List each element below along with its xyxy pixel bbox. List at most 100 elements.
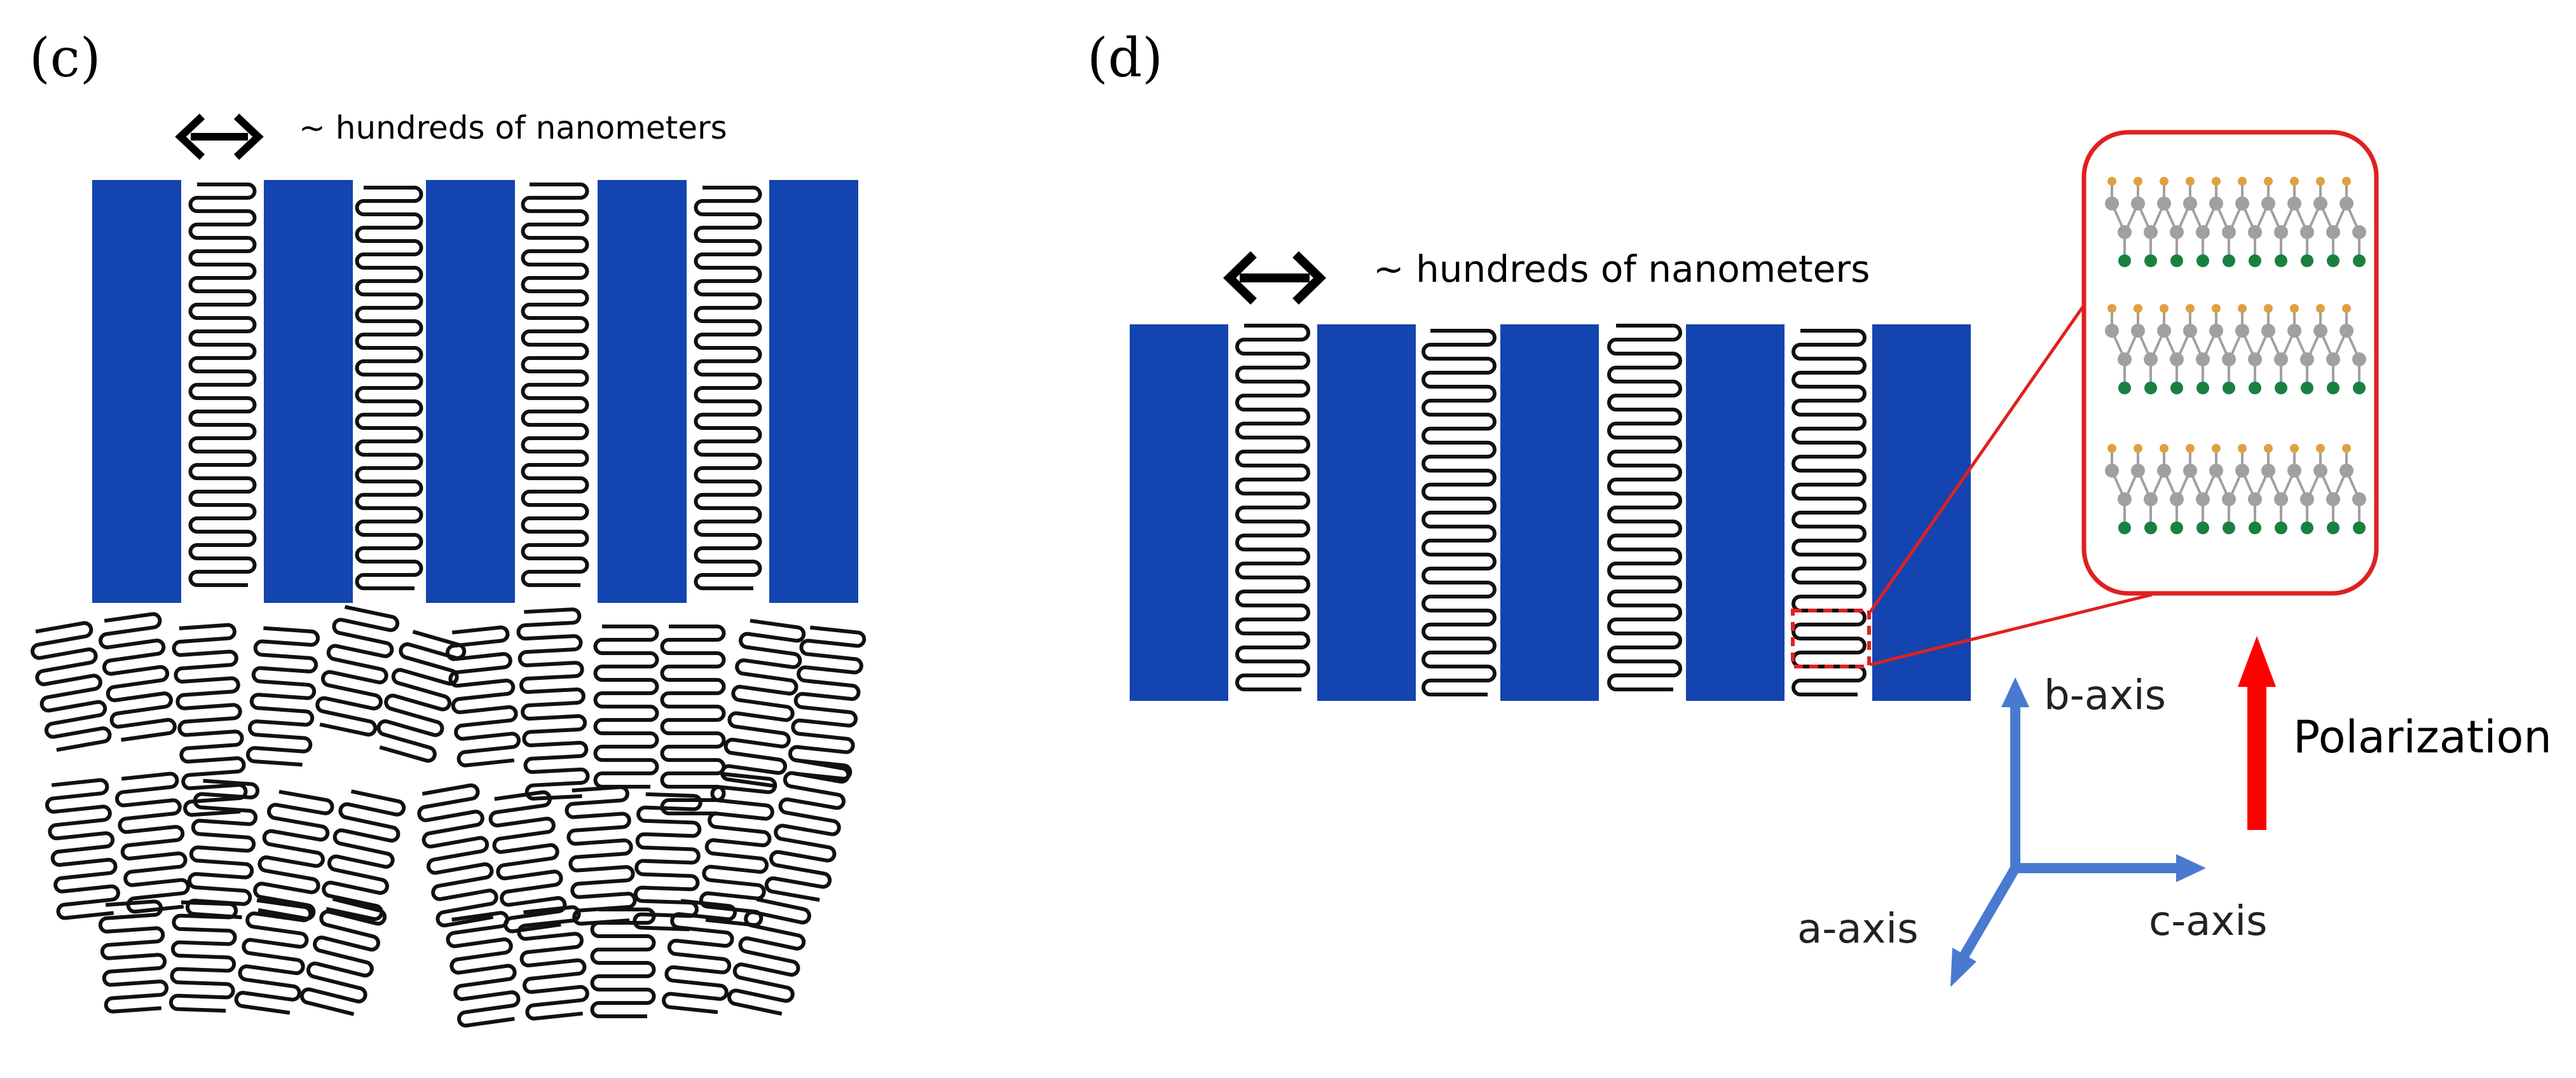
atom [2186, 444, 2195, 453]
atom [2186, 304, 2195, 313]
atom [2274, 225, 2288, 239]
atom [2118, 352, 2132, 366]
atom [2238, 177, 2247, 186]
crystal-block [1872, 324, 1971, 701]
atom [2340, 324, 2353, 338]
atom [2238, 304, 2247, 313]
atom [2274, 352, 2288, 366]
lamella [234, 898, 313, 1015]
lamella [99, 612, 177, 742]
lamella [517, 905, 589, 1021]
zoom-selection-box [1791, 609, 1871, 668]
atom [2105, 197, 2119, 211]
atom [2340, 464, 2353, 478]
atom [2249, 254, 2261, 267]
atom [2223, 382, 2235, 394]
atom [2196, 225, 2210, 239]
atom [2327, 382, 2340, 394]
lamellae-d [1235, 324, 1867, 696]
lamella [727, 897, 811, 1016]
atom [2144, 352, 2158, 366]
lamella [376, 630, 467, 763]
lamella [516, 607, 590, 801]
atom [2222, 492, 2236, 506]
lamella [45, 778, 120, 920]
atom [2196, 522, 2209, 534]
lamellae-c-upper [188, 183, 762, 590]
atom [2290, 177, 2299, 186]
atom [2261, 324, 2275, 338]
atom [2300, 352, 2314, 366]
atom [2209, 324, 2223, 338]
atom [2352, 225, 2366, 239]
atom [2170, 522, 2183, 534]
polarization-label: Polarization [2293, 711, 2552, 763]
atom [2342, 444, 2351, 453]
atom [2212, 444, 2221, 453]
lamella [446, 625, 521, 768]
atom [2264, 177, 2273, 186]
lamella [593, 625, 659, 789]
lamella [660, 625, 726, 815]
atom [2235, 197, 2249, 211]
atom [2353, 522, 2366, 534]
atom [2235, 464, 2249, 478]
atom [2264, 304, 2273, 313]
atom [2261, 464, 2275, 478]
atom [2290, 444, 2299, 453]
zoom-inset [2081, 130, 2379, 596]
lamella [565, 785, 637, 926]
atom [2274, 492, 2288, 506]
scale-arrow-c [175, 113, 264, 160]
atom [2183, 324, 2197, 338]
crystal-block [1686, 324, 1785, 701]
atom [2170, 382, 2183, 394]
atom [2170, 254, 2183, 267]
crystal-blocks-d [1130, 324, 1971, 701]
atom [2134, 304, 2142, 313]
lamella [315, 605, 400, 737]
atom [2235, 324, 2249, 338]
lamella [633, 792, 702, 932]
atom [2131, 464, 2145, 478]
lamella [446, 911, 521, 1028]
crystal-block [426, 180, 515, 603]
atom [2222, 352, 2236, 366]
atom [2327, 254, 2340, 267]
panel-c-label: (c) [29, 27, 101, 89]
atom [2300, 492, 2314, 506]
atom [2107, 444, 2116, 453]
lamella [417, 783, 498, 928]
a-axis-arrow [1960, 865, 2020, 958]
atom [2313, 197, 2327, 211]
atom [2326, 352, 2340, 366]
atom [2316, 304, 2325, 313]
axis-arrows-icon [1950, 677, 2206, 987]
atom [2316, 177, 2325, 186]
atom [2249, 382, 2261, 394]
lamella [662, 899, 737, 1014]
atom [2313, 464, 2327, 478]
lamella [488, 790, 567, 934]
atom [2222, 225, 2236, 239]
atom [2287, 464, 2301, 478]
lamella [1607, 324, 1682, 691]
atom [2131, 324, 2145, 338]
atom [2326, 225, 2340, 239]
atom [2118, 225, 2132, 239]
atom [2209, 197, 2223, 211]
atom [2105, 324, 2119, 338]
panel-c: (c) ~ hundreds of nanometers [29, 27, 867, 1028]
atom [2301, 522, 2313, 534]
lamella [115, 771, 190, 914]
lamella [720, 618, 806, 789]
atom [2196, 352, 2210, 366]
lamella [1792, 329, 1867, 696]
lamella [172, 623, 248, 817]
atom [2248, 492, 2262, 506]
atom [2248, 225, 2262, 239]
atom [2352, 492, 2366, 506]
atom [2212, 177, 2221, 186]
atom [2160, 444, 2168, 453]
